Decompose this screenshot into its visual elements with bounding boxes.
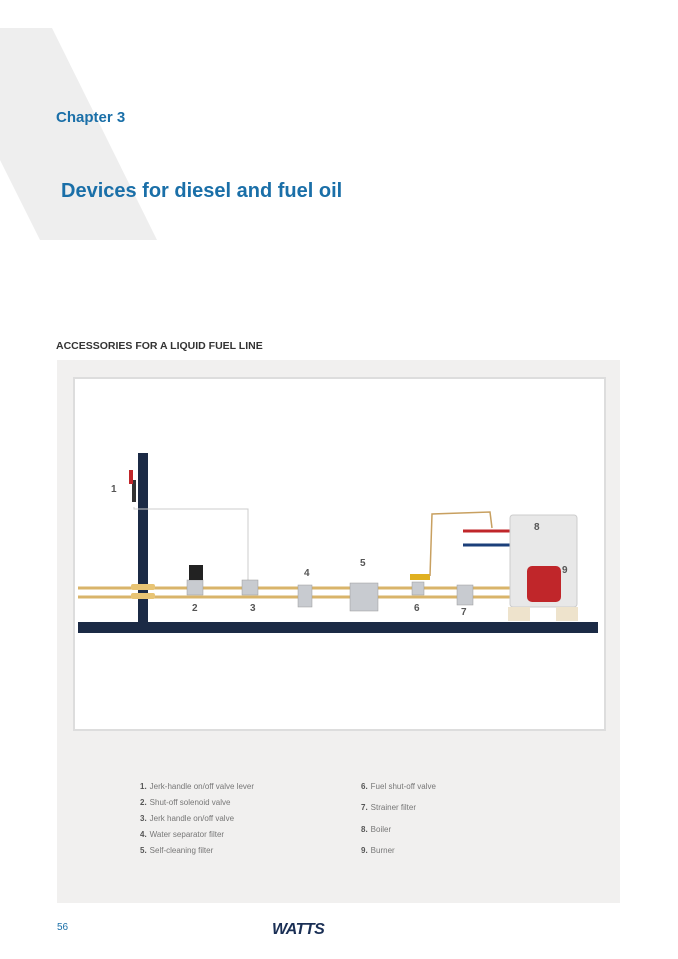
- label-1: 1: [111, 484, 117, 495]
- lever-icon: [132, 480, 136, 502]
- self-cleaning-filter-icon: [349, 582, 379, 612]
- label-4: 4: [304, 568, 310, 579]
- burner-icon: [527, 566, 561, 602]
- jerk-valve-icon: [241, 579, 259, 596]
- legend-item: 7.Strainer filter: [361, 803, 417, 812]
- chapter-label: Chapter 3: [56, 109, 126, 126]
- legend-item: 8.Boiler: [361, 825, 392, 834]
- label-7: 7: [461, 607, 467, 618]
- watts-logo: WATTS: [272, 921, 325, 938]
- solenoid-valve-icon: [186, 579, 204, 596]
- page-title: Devices for diesel and fuel oil: [61, 180, 343, 202]
- cable: [133, 507, 249, 580]
- label-5: 5: [360, 558, 366, 569]
- shutoff-valve-icon: [411, 581, 425, 596]
- wall: [138, 453, 148, 625]
- label-9: 9: [562, 565, 568, 576]
- water-separator-icon: [297, 584, 313, 608]
- decorative-band: [0, 28, 157, 240]
- legend-item: 5.Self-cleaning filter: [140, 846, 214, 855]
- fuel-line-diagram: 1 2 3 4 5 6 7 8 9: [78, 453, 598, 633]
- label-2: 2: [192, 603, 198, 614]
- floor: [78, 622, 598, 633]
- section-heading: ACCESSORIES FOR A LIQUID FUEL LINE: [56, 340, 263, 352]
- legend-item: 1.Jerk-handle on/off valve lever: [140, 782, 255, 791]
- strainer-icon: [456, 584, 474, 606]
- legend-item: 3.Jerk handle on/off valve: [140, 814, 235, 823]
- label-3: 3: [250, 603, 256, 614]
- legend-item: 2.Shut-off solenoid valve: [140, 798, 231, 807]
- legend-item: 4.Water separator filter: [140, 830, 225, 839]
- legend-item: 6.Fuel shut-off valve: [361, 782, 436, 791]
- label-6: 6: [414, 603, 420, 614]
- label-8: 8: [534, 522, 540, 533]
- legend-item: 9.Burner: [361, 846, 395, 855]
- page-number: 56: [57, 922, 69, 933]
